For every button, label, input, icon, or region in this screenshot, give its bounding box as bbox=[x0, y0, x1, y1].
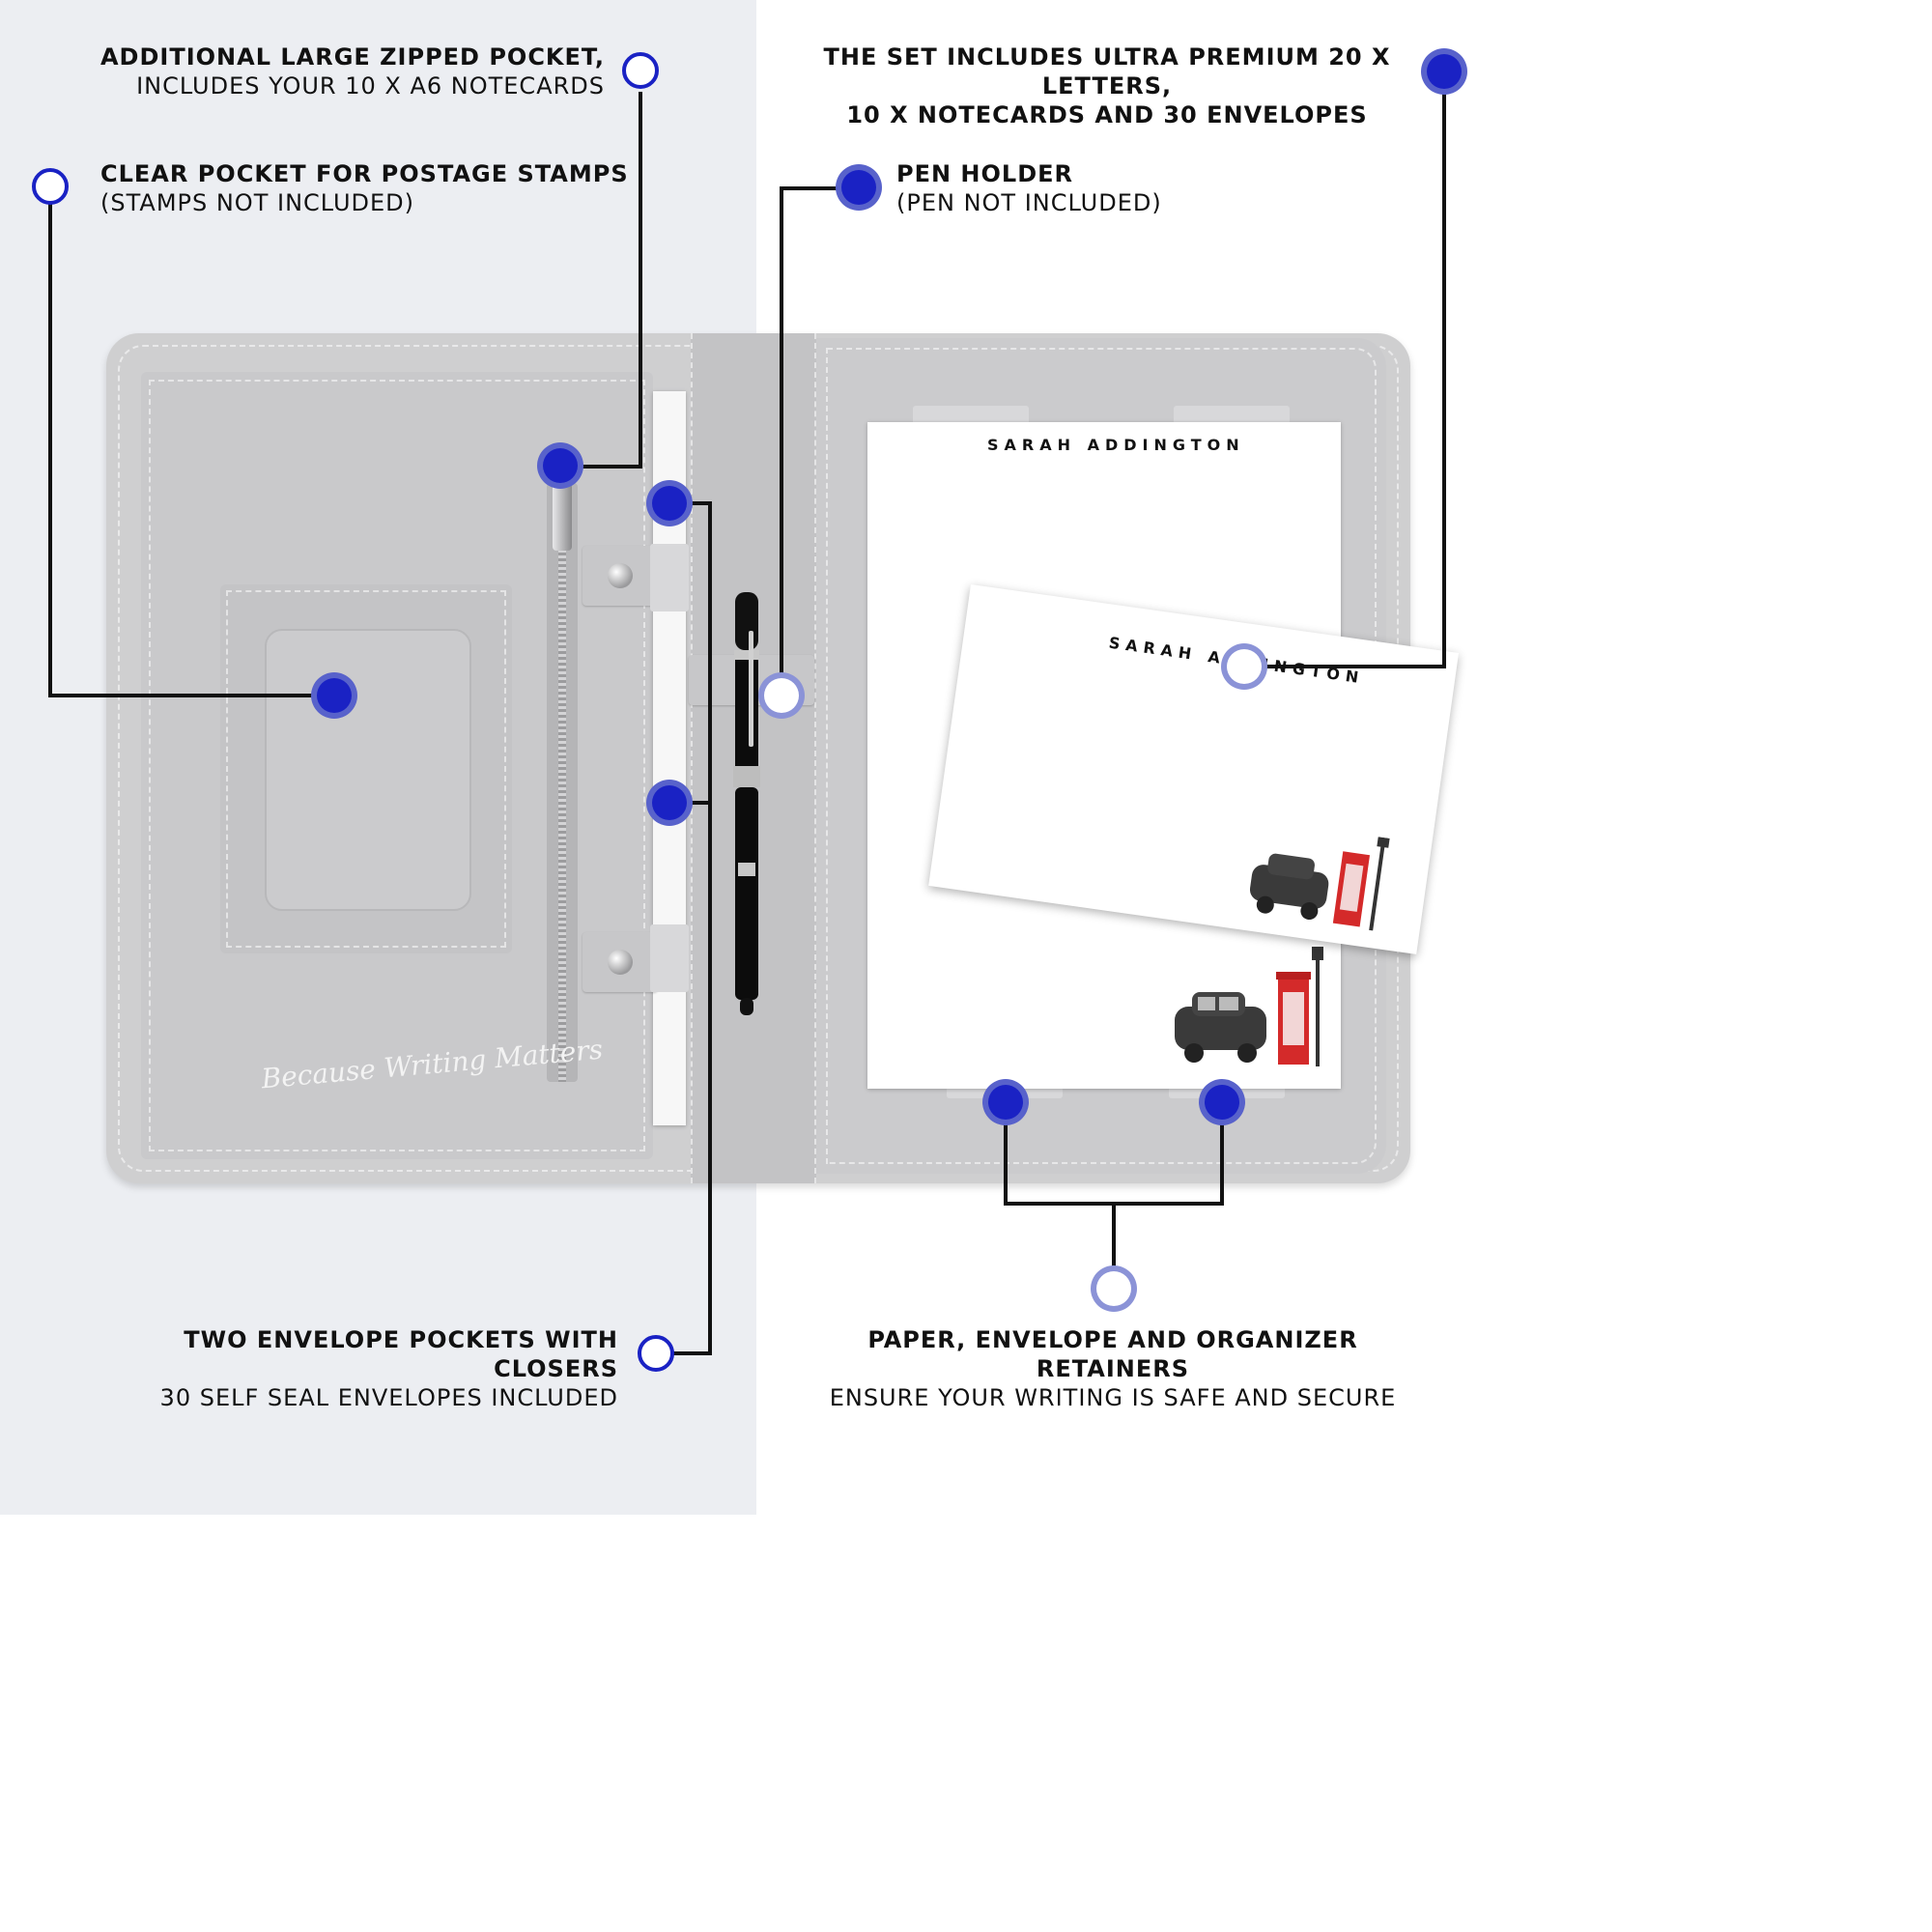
marker-stamps-anchor bbox=[32, 168, 69, 205]
callout-stamps: Clear Pocket for Postage Stamps (Stamps … bbox=[100, 159, 641, 217]
connector-zipped-vertical bbox=[639, 92, 642, 469]
callout-pen-subtitle: (Pen not included) bbox=[896, 189, 1162, 216]
notecard-london-illustration bbox=[1236, 819, 1413, 948]
left-panel-stitch bbox=[149, 380, 645, 1151]
callout-set-includes: The Set Includes Ultra Premium 20 x Lett… bbox=[779, 43, 1435, 129]
callout-envelope-pockets: Two Envelope Pockets with Closers 30 Sel… bbox=[58, 1325, 618, 1412]
connector-set-vertical bbox=[1442, 92, 1446, 668]
paper-retainer-top-left bbox=[913, 406, 1029, 425]
callout-stamps-title: Clear Pocket for Postage Stamps bbox=[100, 160, 629, 187]
london-taxi-icon bbox=[1249, 853, 1329, 921]
connector-retainer-right bbox=[1220, 1101, 1224, 1206]
writing-folio: SARAH ADDINGTON bbox=[106, 333, 1460, 1183]
marker-retainer-right bbox=[1199, 1079, 1245, 1125]
zipper-pull bbox=[553, 483, 572, 551]
street-lamp-icon bbox=[1312, 947, 1323, 1066]
callout-retainers: Paper, Envelope and Organizer Retainers … bbox=[794, 1325, 1432, 1412]
letter-name: SARAH ADDINGTON bbox=[987, 436, 1245, 454]
callout-retainers-title: Paper, Envelope and Organizer Retainers bbox=[867, 1326, 1358, 1382]
red-telephone-box-icon bbox=[1332, 851, 1371, 927]
stamp-window bbox=[265, 629, 471, 911]
connector-zipped-horizontal bbox=[563, 465, 642, 469]
marker-retainer-left bbox=[982, 1079, 1029, 1125]
stamp-pocket bbox=[220, 584, 512, 953]
marker-retainer-anchor bbox=[1091, 1265, 1137, 1312]
callout-set-title: The Set Includes Ultra Premium 20 x Lett… bbox=[823, 43, 1391, 99]
callout-stamps-subtitle: (Stamps not included) bbox=[100, 189, 415, 216]
snap-button-top bbox=[608, 563, 633, 588]
red-telephone-box-icon bbox=[1276, 972, 1311, 1065]
callout-pen-title: Pen Holder bbox=[896, 160, 1074, 187]
marker-notecard bbox=[1221, 643, 1267, 690]
zipper-teeth bbox=[558, 483, 566, 1082]
connector-pen-horizontal bbox=[780, 186, 857, 190]
marker-zipped-anchor bbox=[622, 52, 659, 89]
callout-zipped-pocket: Additional Large Zipped Pocket, Includes… bbox=[58, 43, 605, 100]
connector-stamps-vertical bbox=[48, 203, 52, 697]
stamp-pocket-stitch bbox=[226, 590, 506, 948]
connector-env-vertical bbox=[708, 501, 712, 1355]
paper-retainer-top-right bbox=[1174, 406, 1290, 425]
marker-stamp-pocket bbox=[311, 672, 357, 719]
street-lamp-icon bbox=[1369, 837, 1390, 931]
elastic-strap-top bbox=[650, 544, 689, 611]
connector-env-bottom bbox=[656, 1351, 712, 1355]
london-taxi-icon bbox=[1175, 992, 1266, 1063]
spine-stitch bbox=[691, 333, 816, 1183]
connector-stamps-horizontal bbox=[48, 694, 334, 697]
callout-envelope-subtitle: 30 Self Seal Envelopes Included bbox=[159, 1384, 618, 1411]
marker-pen-holder bbox=[758, 672, 805, 719]
callout-pen-holder: Pen Holder (Pen not included) bbox=[896, 159, 1283, 217]
callout-zipped-subtitle: Includes your 10 x A6 Notecards bbox=[136, 72, 605, 99]
callout-retainers-subtitle: Ensure your writing is safe and secure bbox=[829, 1384, 1397, 1411]
callout-envelope-title: Two Envelope Pockets with Closers bbox=[184, 1326, 618, 1382]
zipper bbox=[547, 483, 578, 1082]
marker-envelope-pocket-bottom bbox=[646, 780, 693, 826]
letter-london-illustration bbox=[1165, 939, 1329, 1084]
connector-retainer-stem bbox=[1112, 1202, 1116, 1289]
connector-set-horizontal bbox=[1244, 665, 1446, 668]
snap-button-bottom bbox=[608, 950, 633, 975]
notecard: SARAH ADDINGTON bbox=[928, 584, 1460, 954]
marker-envelope-anchor bbox=[638, 1335, 674, 1372]
callout-set-subtitle: 10 X Notecards and 30 Envelopes bbox=[846, 101, 1368, 128]
marker-set-anchor bbox=[1421, 48, 1467, 95]
elastic-strap-bottom bbox=[650, 924, 689, 992]
connector-retainer-left bbox=[1004, 1101, 1008, 1206]
callout-zipped-title: Additional Large Zipped Pocket, bbox=[99, 43, 605, 71]
marker-pen-anchor bbox=[836, 164, 882, 211]
marker-zipped-pocket bbox=[537, 442, 583, 489]
connector-pen-vertical bbox=[780, 186, 783, 696]
marker-envelope-pocket-top bbox=[646, 480, 693, 526]
fountain-pen bbox=[729, 592, 764, 1017]
